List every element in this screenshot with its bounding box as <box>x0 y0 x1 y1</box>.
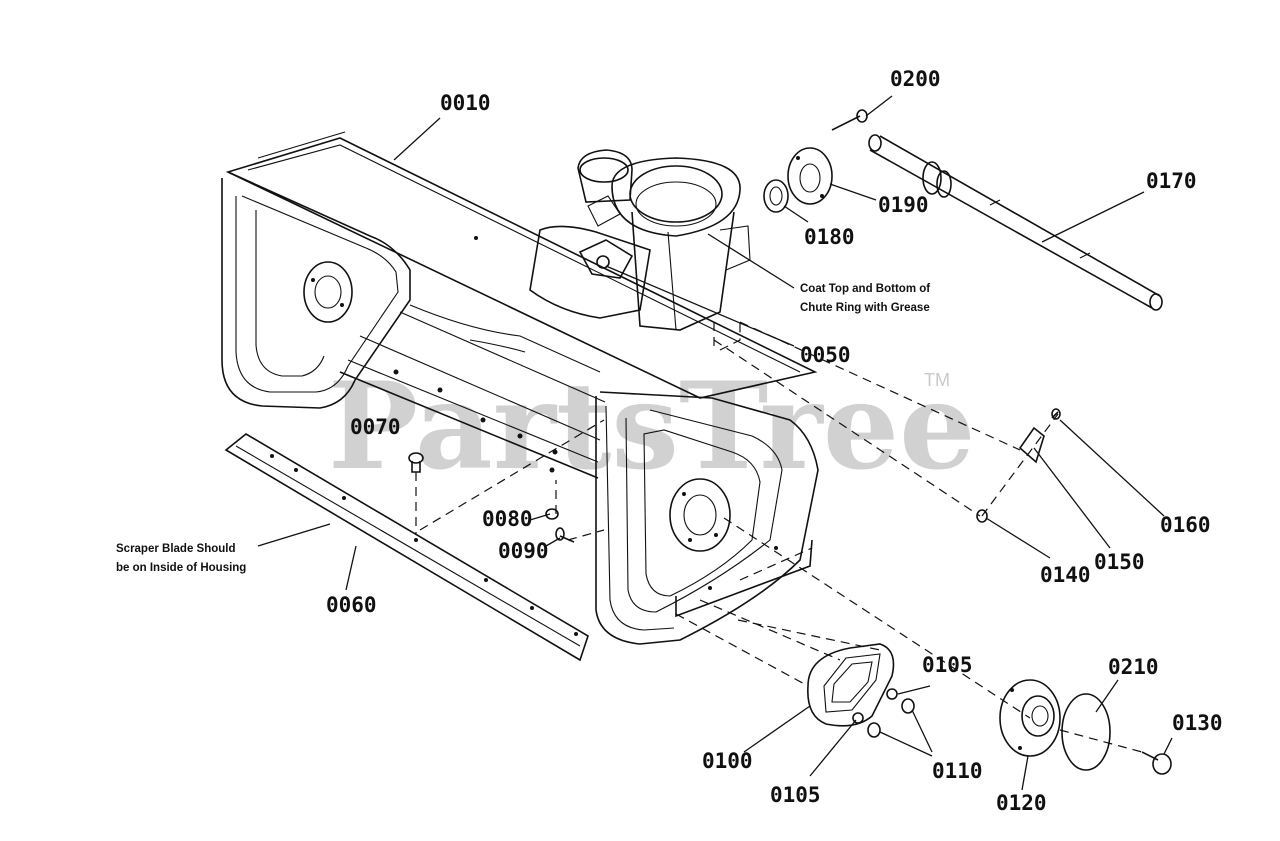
label-0180: 0180 <box>804 225 855 249</box>
label-0070: 0070 <box>350 415 401 439</box>
label-0060: 0060 <box>326 593 377 617</box>
note-chute-ring-line1: Coat Top and Bottom of <box>800 283 930 295</box>
label-0110: 0110 <box>932 759 983 783</box>
watermark-text: PartsTree <box>328 356 975 497</box>
cap-0210 <box>1061 693 1111 771</box>
nut-0110-lower <box>867 722 881 738</box>
bearing-0180 <box>763 179 789 213</box>
flange-0190 <box>787 147 833 205</box>
clip-0150 <box>1018 426 1045 464</box>
label-0190: 0190 <box>878 193 929 217</box>
note-chute-ring-line2: Chute Ring with Grease <box>800 302 930 314</box>
label-0120: 0120 <box>996 791 1047 815</box>
flange-bearing-0120 <box>999 679 1061 757</box>
nut-0110-upper <box>901 698 915 714</box>
bearing-plate-0100 <box>807 643 895 727</box>
label-0090: 0090 <box>498 539 549 563</box>
watermark-trademark: TM <box>924 370 950 390</box>
washer-0105-lower <box>852 712 864 724</box>
label-0210: 0210 <box>1108 655 1159 679</box>
note-scraper-blade-line2: be on Inside of Housing <box>116 562 246 574</box>
assembly-dashed-lines <box>415 321 1143 753</box>
label-0050: 0050 <box>800 343 851 367</box>
housing-drawing <box>221 131 819 645</box>
part-labels: 0010 0200 0170 0190 0180 0050 0070 0160 … <box>326 67 1223 815</box>
label-0105-lower: 0105 <box>770 783 821 807</box>
nut-0080 <box>545 508 559 520</box>
label-0170: 0170 <box>1146 169 1197 193</box>
chute-drawing <box>529 149 751 331</box>
screw-0200 <box>831 115 861 131</box>
shaft-drawing <box>868 134 1163 311</box>
bolt-0090 <box>559 535 575 543</box>
label-0130: 0130 <box>1172 711 1223 735</box>
label-0150: 0150 <box>1094 550 1145 574</box>
nut-0140 <box>976 509 988 523</box>
label-0100: 0100 <box>702 749 753 773</box>
label-0010: 0010 <box>440 91 491 115</box>
assembly-notes: Coat Top and Bottom of Chute Ring with G… <box>116 283 930 574</box>
washer-0105-upper <box>886 688 898 700</box>
label-0200: 0200 <box>890 67 941 91</box>
label-0080: 0080 <box>482 507 533 531</box>
label-0140: 0140 <box>1040 563 1091 587</box>
scraper-blade-0060 <box>224 433 589 662</box>
bolt-0130 <box>1141 751 1172 775</box>
label-0160: 0160 <box>1160 513 1211 537</box>
label-0105-upper: 0105 <box>922 653 973 677</box>
note-scraper-blade-line1: Scraper Blade Should <box>116 543 236 555</box>
leader-lines <box>257 95 1173 791</box>
